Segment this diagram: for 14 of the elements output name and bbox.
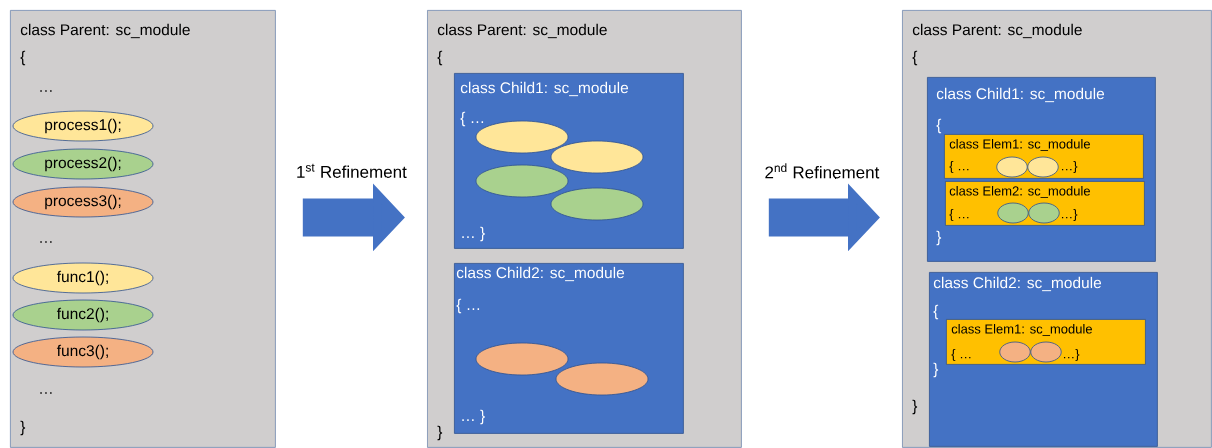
ellipse [1027,156,1059,178]
ellipse [1030,341,1062,363]
ellipse [997,202,1029,224]
edge-label: 2$^{nd}$ Refinement [763,162,881,180]
ellipse [550,140,644,174]
ellipse [475,164,569,198]
ellipse [1028,202,1060,224]
ellipse [996,156,1028,178]
ellipse [475,342,569,376]
ellipse [550,187,644,221]
ellipse [999,341,1031,363]
ellipse [555,362,649,396]
ellipse [475,120,569,154]
edge-label: 1$^{st}$ Refinement [294,162,408,179]
